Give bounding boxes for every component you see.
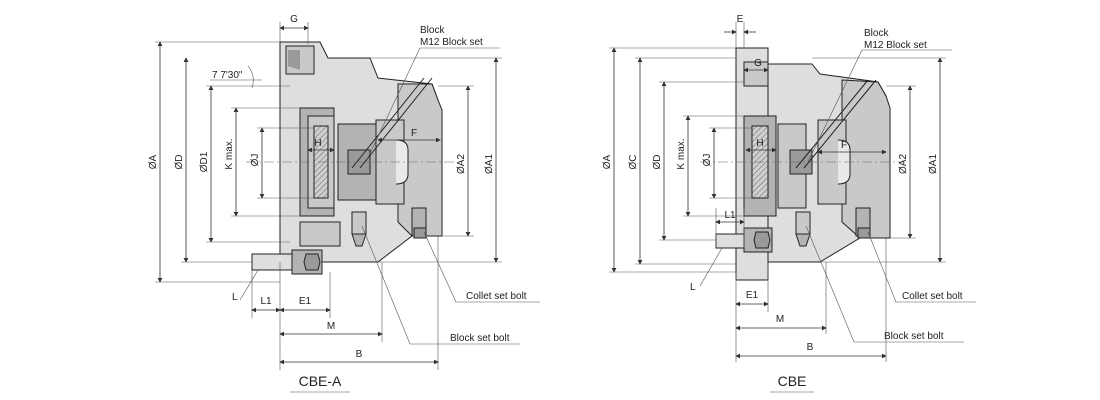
left-block-callout: Block M12 Block set (365, 25, 500, 163)
left-dim-D1-label: ØD1 (199, 151, 210, 172)
right-right-diameter-dims: ØA2 ØA1 (812, 57, 946, 263)
right-block-bolt-callout: Block set bolt (805, 225, 964, 343)
left-block-label: Block (420, 25, 445, 36)
left-block-bolt-label: Block set bolt (450, 333, 510, 344)
right-dim-L1-label: L1 (724, 210, 736, 221)
left-angle-label: 7 7'30" (212, 70, 243, 81)
right-dim-C-label: ØC (628, 155, 639, 170)
left-dim-H-label: H (314, 138, 321, 149)
left-view-caption: CBE-A (299, 373, 342, 389)
left-bottom-dims: L L1 E1 M B (232, 236, 439, 370)
left-dim-K-label: K max. (224, 138, 235, 169)
right-view: ØA ØC ØD K max. ØJ ØA2 ØA1 E G (602, 14, 976, 393)
left-dim-G-label: G (290, 14, 298, 25)
right-chuck-body (715, 47, 891, 281)
right-dim-H-label: H (756, 138, 763, 149)
right-dim-G-label: G (754, 58, 762, 69)
left-dim-A1-label: ØA1 (484, 154, 495, 174)
left-collet-bolt-label: Collet set bolt (466, 291, 527, 302)
right-dim-E1-label: E1 (746, 290, 759, 301)
right-dim-B-label: B (807, 342, 814, 353)
left-view: ØA ØD ØD1 K max. ØJ 7 7'30" ØA2 ØA1 (148, 14, 540, 393)
left-dim-M-label: M (327, 321, 335, 332)
left-dim-J-label: ØJ (250, 154, 261, 167)
right-block-bolt-label: Block set bolt (884, 331, 944, 342)
right-dim-A2-label: ØA2 (898, 154, 909, 174)
right-dim-L-label: L (690, 282, 696, 293)
right-block-set-label: M12 Block set (864, 40, 927, 51)
left-dim-H-F: H F (307, 128, 441, 153)
right-dim-K-label: K max. (676, 138, 687, 169)
left-dim-D-label: ØD (174, 155, 185, 170)
left-dim-L-label: L (232, 292, 238, 303)
right-dim-E-label: E (737, 14, 744, 25)
left-block-bolt-callout: Block set bolt (361, 225, 520, 345)
right-block-label: Block (864, 28, 889, 39)
right-bottom-dims: L1 L E1 M B (690, 208, 887, 362)
left-collet-bolt-callout: Collet set bolt (423, 231, 540, 303)
right-dim-A1-label: ØA1 (928, 154, 939, 174)
right-dim-D-label: ØD (652, 155, 663, 170)
right-collet-bolt-callout: Collet set bolt (867, 231, 976, 303)
left-right-diameter-dims: ØA2 ØA1 (370, 57, 502, 263)
left-chuck-body (251, 41, 443, 275)
right-dim-A-label: ØA (602, 154, 613, 169)
right-collet-bolt-label: Collet set bolt (902, 291, 963, 302)
right-dim-F-label: F (841, 140, 847, 151)
left-dim-E1-label: E1 (299, 296, 312, 307)
right-view-caption: CBE (778, 373, 807, 389)
left-dim-B-label: B (356, 349, 363, 360)
right-dim-H-F: H F (745, 138, 887, 155)
left-dim-A-label: ØA (148, 154, 159, 169)
right-dim-M-label: M (776, 314, 784, 325)
left-angle-callout: 7 7'30" (210, 65, 262, 89)
right-diameter-dims: ØA ØC ØD K max. ØJ (602, 47, 752, 273)
left-dim-L1-label: L1 (260, 296, 272, 307)
right-block-callout: Block M12 Block set (807, 28, 952, 163)
left-dim-A2-label: ØA2 (456, 154, 467, 174)
right-dim-E: E (724, 14, 756, 48)
left-dim-G: G (279, 14, 309, 44)
right-dim-G: G (743, 58, 769, 73)
right-dim-J-label: ØJ (702, 154, 713, 167)
left-block-set-label: M12 Block set (420, 37, 483, 48)
left-diameter-dims: ØA ØD ØD1 K max. ØJ (148, 41, 314, 283)
left-dim-F-label: F (411, 128, 417, 139)
